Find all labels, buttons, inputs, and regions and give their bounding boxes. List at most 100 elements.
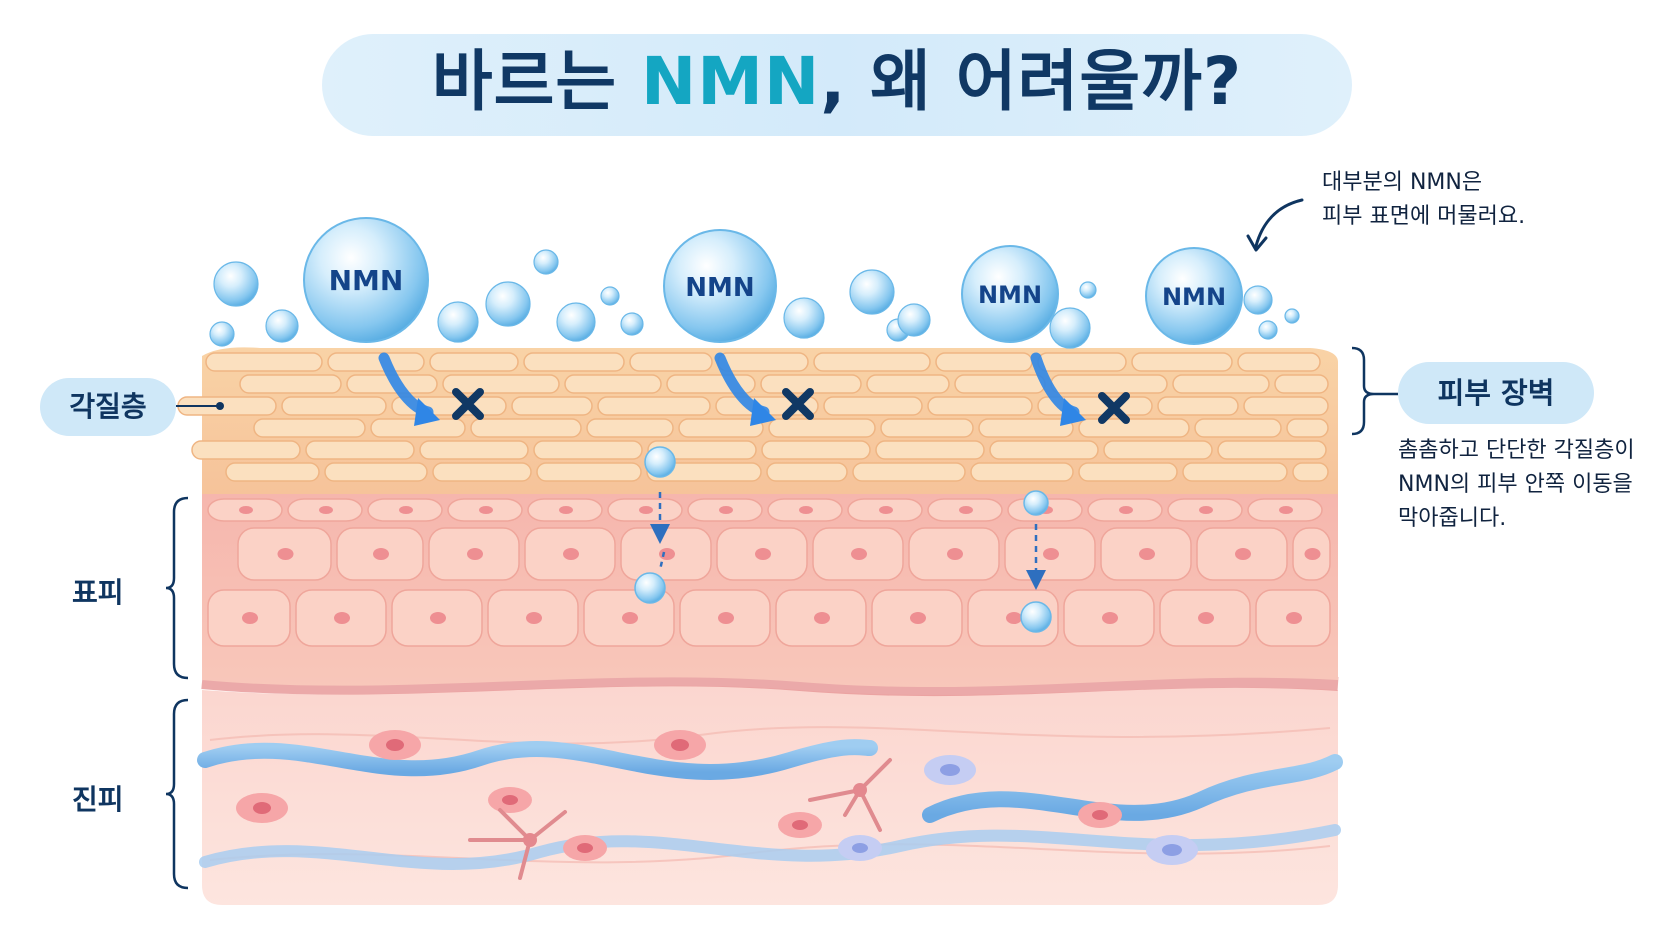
corneocyte (1050, 374, 1168, 394)
cell-nucleus (334, 612, 350, 624)
nmn-bubble: NMN (303, 217, 429, 343)
cell-nucleus (1006, 612, 1022, 624)
penetrating-droplet (1020, 490, 1052, 633)
svg-text:NMN: NMN (685, 273, 754, 303)
surface-droplet (783, 297, 825, 339)
surface-droplet (1258, 320, 1278, 340)
cell-nucleus (814, 612, 830, 624)
corneocyte (989, 440, 1099, 460)
corneocyte (442, 374, 560, 394)
note-curved-arrow (1254, 198, 1304, 248)
surface-droplet (620, 312, 644, 336)
epidermis-label: 표피 (72, 576, 124, 609)
nmn-bubble: NMN (961, 245, 1059, 343)
blood-vessel (197, 739, 878, 780)
surface-droplet (1284, 308, 1300, 324)
cell-nucleus (1043, 548, 1059, 560)
cell-nucleus (559, 506, 573, 514)
surface-droplet (600, 286, 620, 306)
surface-note-line: 피부 표면에 머물러요. (1322, 204, 1526, 229)
corneocyte (970, 462, 1074, 482)
blocked-arrow (378, 352, 440, 426)
barrier-description: 촘촘하고 단단한 각질층이 NMN의 피부 안쪽 이동을 막아줍니다. (1398, 434, 1635, 536)
surface-droplet (556, 302, 596, 342)
corneocyte (536, 462, 642, 482)
dermis-bracket (165, 698, 189, 890)
cell-nucleus (1198, 612, 1214, 624)
corneocyte (523, 352, 625, 372)
nmn-bubble: NMN (1145, 247, 1243, 345)
corneocyte (1182, 462, 1288, 482)
epidermal-cells (207, 498, 1331, 647)
surface-droplet (437, 301, 479, 343)
corneocyte (191, 440, 301, 460)
corneocyte (823, 396, 923, 416)
corneocyte (1172, 374, 1270, 394)
cell-nucleus (639, 506, 653, 514)
corneocyte (586, 418, 674, 438)
corneocyte (1243, 396, 1329, 416)
surface-note: 대부분의 NMN은 피부 표면에 머물러요. (1322, 166, 1525, 234)
corneocyte (1078, 462, 1178, 482)
corneocyte (205, 352, 323, 372)
surface-droplet (265, 309, 299, 343)
cell-nucleus (1279, 506, 1293, 514)
corneocyte (1237, 352, 1321, 372)
cell-nucleus (239, 506, 253, 514)
cell-nucleus (1304, 548, 1321, 560)
corneocyte (1194, 418, 1282, 438)
corneocyte (470, 418, 582, 438)
corneocyte (239, 374, 342, 394)
cell-nucleus (1199, 506, 1213, 514)
corneocyte (647, 440, 757, 460)
cell-nucleus (479, 506, 493, 514)
corneocyte (324, 462, 428, 482)
stratum-corneum-label: 각질층 (40, 378, 176, 436)
svg-text:NMN: NMN (1162, 283, 1226, 311)
cell-nucleus (467, 548, 483, 560)
corneocyte (1037, 352, 1127, 372)
cell-nucleus (1102, 612, 1118, 624)
corneocyte (717, 352, 809, 372)
corneocyte (866, 374, 950, 394)
cell-nucleus (910, 612, 926, 624)
surface-droplet (849, 269, 895, 315)
nmn-bubble: NMN (663, 229, 777, 343)
epidermis-layer (202, 492, 1338, 688)
corneocyte (978, 418, 1074, 438)
corneocyte (761, 440, 871, 460)
cell-nucleus (755, 548, 771, 560)
corneocyte (564, 374, 662, 394)
corneocyte (327, 352, 425, 372)
corneocyte (1157, 396, 1239, 416)
corneocyte (305, 440, 415, 460)
x-mark-icon (1098, 392, 1130, 424)
basement-membrane (201, 672, 1339, 697)
corneocyte (1292, 462, 1329, 482)
corneocyte (935, 352, 1033, 372)
surface-droplets (209, 249, 1300, 349)
surface-droplet (1049, 307, 1091, 349)
corneocyte (678, 418, 764, 438)
penetrating-droplet (634, 446, 676, 604)
corneocyte (954, 374, 1046, 394)
x-mark-icon (782, 388, 814, 420)
corneocyte (1131, 352, 1233, 372)
fibroblast (468, 758, 892, 880)
title-accent: NMN (641, 43, 821, 120)
corneocyte (875, 440, 985, 460)
surface-droplet (209, 321, 235, 347)
cell-nucleus (277, 548, 294, 560)
corneocyte (880, 418, 974, 438)
skin-barrier-label: 피부 장벽 (1398, 362, 1594, 424)
cell-nucleus (242, 612, 258, 624)
corneocyte (253, 418, 366, 438)
surface-droplet (897, 303, 931, 337)
corneocyte (852, 462, 966, 482)
blocked-arrow (1030, 352, 1086, 426)
corneocyte (1274, 374, 1329, 394)
barrier-bracket (1351, 346, 1398, 436)
dermis-label: 진피 (72, 783, 124, 816)
cell-nucleus (947, 548, 963, 560)
